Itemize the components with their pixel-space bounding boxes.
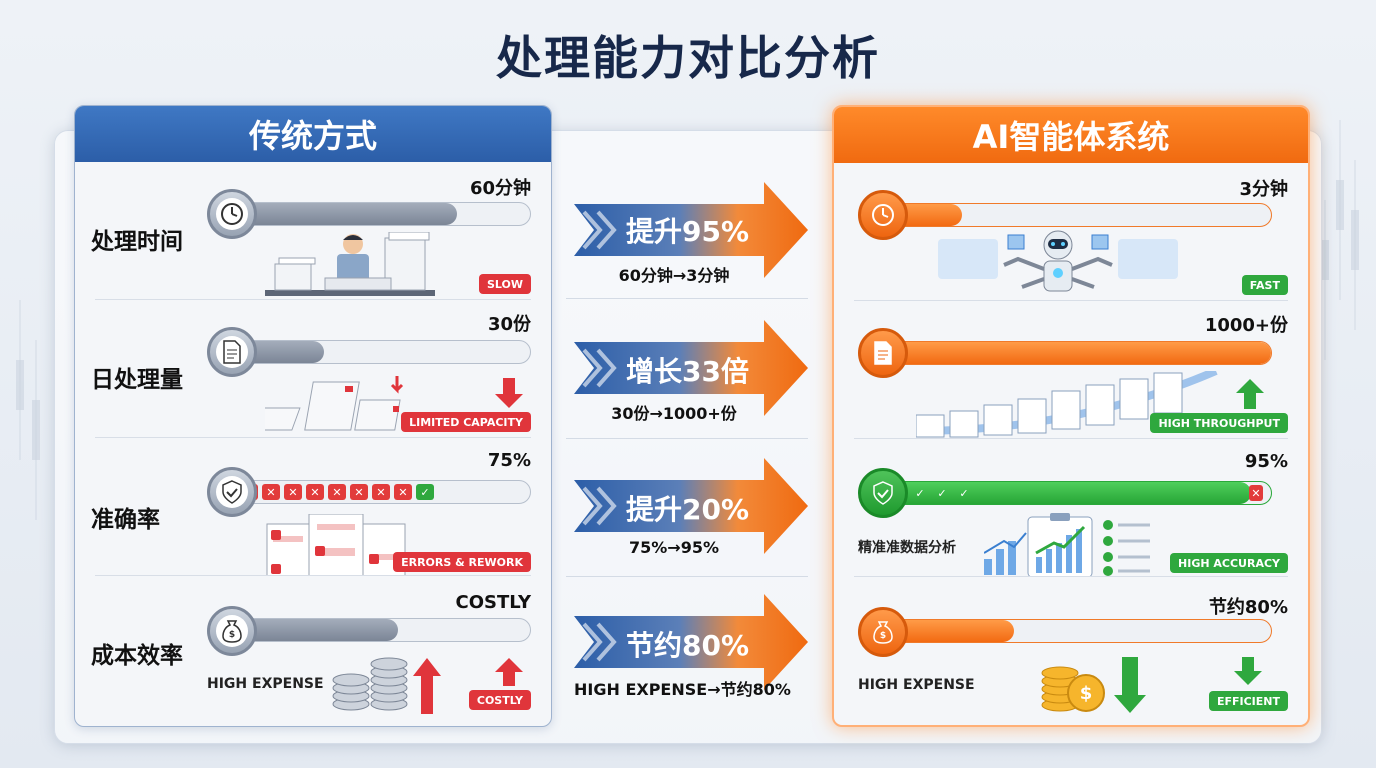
arrow-headline: 增长33倍 [626,355,749,388]
document-icon [207,327,257,377]
progress-bar [874,619,1272,643]
bar-value: 30份 [487,314,531,335]
status-tag: FAST [1241,275,1288,295]
status-tag: COSTLY [468,690,531,710]
arrow-detail: 30份→1000+份 [611,404,737,423]
clock-icon [207,189,257,239]
progress-bar [874,203,1272,227]
overworked-person-illustration [265,232,435,296]
document-flow-illustration [916,371,1218,438]
status-tag: LIMITED CAPACITY [401,412,531,432]
document-icon [858,328,908,378]
down-arrow-icon [1234,657,1262,685]
accuracy-cells: ✓✓✓ [915,486,969,500]
traditional-header: 传统方式 [75,106,551,162]
arrow-detail: 60分钟→3分钟 [618,266,730,285]
progress-fill [236,203,457,225]
status-tag: HIGH THROUGHPUT [1150,413,1288,433]
bar-value: 3分钟 [1239,179,1288,200]
bar-value: 75% [487,450,531,471]
error-cell: ✕ [1249,485,1263,501]
paper-stacks-illustration [265,376,404,431]
traditional-row-volume: 日处理量 30份 LIMITED CAPACITY [75,300,551,438]
page-title: 处理能力对比分析 [496,31,880,85]
shield-check-icon [858,468,908,518]
gold-coins-illustration: $ [1041,657,1146,713]
progress-bar: ✕✕✕✕ ✕✕✕✕ ✓ [235,480,531,504]
row-label: 准确率 [91,507,160,533]
arrow-detail: HIGH EXPENSE→节约80% [574,680,791,699]
arrow-detail: 75%→95% [629,538,719,557]
progress-bar [235,340,531,364]
sub-label: 精准准数据分析 [858,540,956,556]
bar-value: 1000+份 [1204,315,1288,336]
progress-bar [235,202,531,226]
down-arrow-icon [495,378,523,408]
money-bag-icon: $ [858,607,908,657]
improvement-arrow-4 [574,594,808,690]
up-arrow-icon [1236,379,1264,409]
arrow-headline: 提升95% [626,215,750,248]
row-label: 日处理量 [91,367,183,393]
sub-label: HIGH EXPENSE [858,677,975,693]
status-tag: HIGH ACCURACY [1170,553,1288,573]
arrow-headline: 节约80% [626,629,750,662]
ai-panel: AI智能体系统 3分钟 FAST 1000+份 [832,105,1310,727]
improvement-arrow-1 [574,182,808,278]
robot-illustration [938,230,1178,292]
bar-value: 60分钟 [469,178,531,199]
ai-header: AI智能体系统 [834,107,1308,163]
shield-check-icon [207,467,257,517]
sub-label: HIGH EXPENSE [207,676,324,692]
svg-text:$: $ [880,631,886,641]
progress-bar [235,618,531,642]
bar-value: COSTLY [455,592,531,613]
progress-fill [875,620,1014,642]
traditional-panel: 传统方式 处理时间 60分钟 SLOW 日处理量 30份 [74,105,552,727]
progress-bar [874,341,1272,365]
coin-stacks-illustration [332,657,441,714]
status-tag: SLOW [478,274,531,294]
error-documents-illustration [266,514,406,576]
data-analysis-illustration [984,513,1150,577]
ai-row-time: 3分钟 FAST [834,163,1308,301]
traditional-row-cost: 成本效率 COSTLY $ HIGH EXPENSE COSTLY [75,576,551,714]
status-tag: EFFICIENT [1208,691,1288,711]
traditional-row-accuracy: 准确率 75% ✕✕✕✕ ✕✕✕✕ ✓ ERRORS & REWORK [75,438,551,576]
money-bag-icon: $ [207,606,257,656]
bar-value: 节约80% [1208,597,1288,618]
bar-value: 95% [1244,451,1288,472]
progress-bar: ✓✓✓ ✕ [874,481,1272,505]
status-tag: ERRORS & REWORK [393,552,531,572]
ai-row-cost: 节约80% $ HIGH EXPENSE $ EFFICIENT [834,577,1308,715]
up-arrow-icon [495,658,523,686]
error-cells: ✕✕✕✕ ✕✕✕✕ ✓ [240,484,434,500]
row-label: 处理时间 [91,229,183,255]
traditional-row-time: 处理时间 60分钟 SLOW [75,162,551,300]
ai-row-volume: 1000+份 HIGH THROUGHPUT [834,301,1308,439]
svg-text:$: $ [1080,683,1093,704]
progress-fill [236,341,325,363]
ai-row-accuracy: 95% ✓✓✓ ✕ 精准准数据分析 HIGH ACCURACY [834,439,1308,577]
svg-text:$: $ [229,630,235,640]
improvement-arrow-2 [574,320,808,416]
progress-fill [236,619,398,641]
arrow-headline: 提升20% [626,493,750,526]
row-label: 成本效率 [91,643,183,669]
clock-icon [858,190,908,240]
improvement-arrow-3 [574,458,808,554]
progress-fill [875,342,1271,364]
progress-fill [875,482,1252,504]
